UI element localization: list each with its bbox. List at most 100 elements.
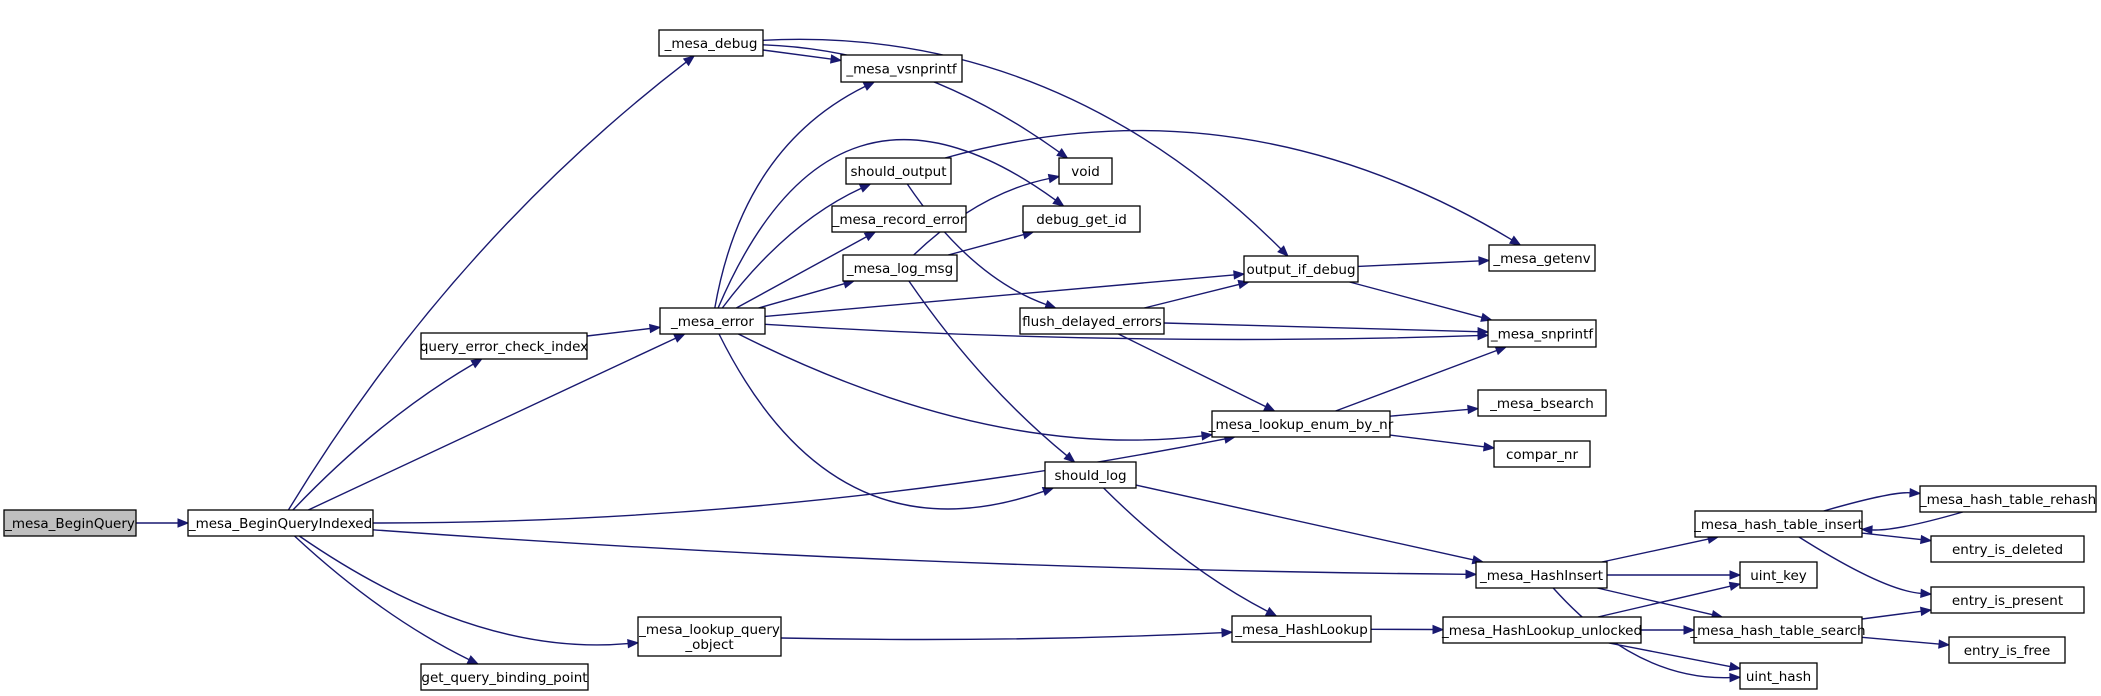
node-label: _mesa_lookup_enum_by_nr (1208, 417, 1394, 433)
node-hash-insert[interactable]: _mesa_HashInsert (1475, 561, 1608, 589)
edge-output_if_debug-to-snprintf (1349, 281, 1493, 322)
edge-hash_lookup_unlocked-to-hash_table_search (1641, 625, 1696, 635)
edge-error-to-should_log (718, 333, 1055, 510)
edge-should_output-to-getenv (944, 129, 1522, 246)
node-entry-is-deleted[interactable]: entry_is_deleted (1930, 535, 2085, 563)
node-snprintf[interactable]: _mesa_snprintf (1487, 319, 1597, 348)
arrowhead (1729, 672, 1742, 683)
node-box (1919, 485, 2097, 513)
arrowhead (1465, 569, 1478, 580)
edge-line (944, 129, 1513, 241)
node-lookup-enum-by-nr[interactable]: _mesa_lookup_enum_by_nr (1208, 410, 1394, 438)
node-box (1231, 615, 1372, 643)
node-box (658, 29, 764, 57)
arrowhead (1728, 581, 1742, 591)
node-uint-key[interactable]: uint_key (1739, 561, 1818, 589)
edge-hash_table_search-to-entry_is_present (1861, 606, 1933, 620)
node-void[interactable]: void (1058, 157, 1113, 185)
node-hash-table-insert[interactable]: _mesa_hash_table_insert (1693, 510, 1863, 538)
edge-hash_table_insert-to-entry_is_deleted (1861, 532, 1933, 545)
node-label: _mesa_lookup_query_object (638, 622, 780, 653)
edge-line (1861, 532, 1922, 541)
node-record-error[interactable]: _mesa_record_error (831, 205, 967, 233)
node-box (1475, 561, 1608, 589)
node-label: _mesa_HashLookup (1234, 622, 1368, 638)
edge-begin_query_indexed-to-query_error_check_index (292, 358, 483, 511)
edge-line (908, 280, 1068, 457)
arrowhead (1056, 148, 1069, 159)
edge-begin_query-to-begin_query_indexed (135, 518, 190, 528)
arrowhead (1920, 588, 1933, 598)
node-box (1488, 244, 1596, 272)
edge-begin_query_indexed-to-debug (287, 55, 696, 511)
node-should-log[interactable]: should_log (1044, 461, 1137, 489)
node-bsearch[interactable]: _mesa_bsearch (1477, 389, 1607, 417)
node-box (1739, 561, 1818, 589)
node-box (659, 307, 766, 335)
edge-line (1601, 538, 1709, 563)
arrowhead (673, 333, 686, 343)
node-entry-is-free[interactable]: entry_is_free (1948, 636, 2066, 664)
edge-line (1118, 333, 1267, 408)
edge-line (1597, 585, 1731, 618)
edge-line (762, 38, 1282, 250)
edge-error-to-log_msg (758, 279, 856, 309)
node-vsnprintf[interactable]: _mesa_vsnprintf (840, 54, 963, 83)
edge-line (714, 85, 866, 309)
node-get-query-binding-point[interactable]: get_query_binding_point (420, 663, 589, 691)
node-debug-get-id[interactable]: debug_get_id (1022, 205, 1141, 233)
node-hash-lookup-unlocked[interactable]: _mesa_HashLookup_unlocked (1441, 616, 1642, 644)
node-query-error-check-index[interactable]: query_error_check_index (420, 332, 588, 360)
node-should-output[interactable]: should_output (845, 157, 952, 185)
edge-hash_table_rehash-to-hash_table_insert (1860, 511, 1963, 535)
node-label: _mesa_record_error (832, 212, 966, 228)
edge-debug-to-output_if_debug (762, 38, 1289, 257)
edge-line (1349, 281, 1483, 319)
node-begin-query-indexed[interactable]: _mesa_BeginQueryIndexed (187, 509, 374, 537)
edge-line (1335, 349, 1497, 412)
edge-line (308, 337, 676, 511)
edge-begin_query_indexed-to-get_query_binding_point (294, 535, 480, 665)
edge-begin_query_indexed-to-error (308, 333, 686, 511)
node-hash-table-rehash[interactable]: _mesa_hash_table_rehash (1919, 485, 2097, 513)
edge-line (758, 283, 845, 309)
node-compar-nr[interactable]: compar_nr (1493, 440, 1591, 468)
node-lookup-query-object[interactable]: _mesa_lookup_query_object (637, 616, 782, 657)
edge-flush_delayed_errors-to-lookup_enum_by_nr (1118, 333, 1276, 412)
node-label: output_if_debug (1246, 262, 1355, 278)
node-flush-delayed-errors[interactable]: flush_delayed_errors (1019, 307, 1165, 335)
node-output-if-debug[interactable]: output_if_debug (1243, 255, 1359, 283)
edge-line (372, 529, 1467, 575)
node-box (1739, 662, 1818, 690)
node-box (1211, 410, 1391, 438)
arrowhead (1233, 270, 1246, 280)
node-box (1442, 616, 1642, 644)
arrowhead (858, 183, 872, 193)
arrowhead (682, 55, 696, 67)
node-label: should_output (850, 164, 946, 180)
node-label: _mesa_HashInsert (1479, 568, 1603, 584)
node-entry-is-present[interactable]: entry_is_present (1930, 586, 2085, 614)
edge-hash_table_search-to-entry_is_free (1861, 636, 1951, 649)
edge-line (1357, 260, 1480, 268)
node-box (1694, 510, 1863, 538)
edge-line (1552, 587, 1731, 679)
node-box (1243, 255, 1359, 283)
node-label: _mesa_hash_table_search (1689, 623, 1865, 639)
edge-line (764, 323, 1479, 341)
edge-hash_insert-to-uint_hash (1552, 587, 1742, 683)
node-box (840, 54, 963, 83)
node-box (637, 616, 782, 657)
node-label: _mesa_getenv (1492, 251, 1590, 267)
node-uint-hash[interactable]: uint_hash (1739, 662, 1818, 690)
edge-line (1608, 642, 1731, 668)
node-debug[interactable]: _mesa_debug (658, 29, 764, 57)
node-begin-query[interactable]: _mesa_BeginQuery (3, 509, 137, 537)
node-hash-lookup[interactable]: _mesa_HashLookup (1231, 615, 1372, 643)
node-log-msg[interactable]: _mesa_log_msg (842, 254, 958, 282)
node-error[interactable]: _mesa_error (659, 307, 766, 335)
node-getenv[interactable]: _mesa_getenv (1488, 244, 1596, 272)
node-hash-table-search[interactable]: _mesa_hash_table_search (1689, 616, 1866, 644)
node-label: _mesa_log_msg (846, 261, 953, 277)
edge-should_log-to-hash_insert (1135, 484, 1485, 565)
